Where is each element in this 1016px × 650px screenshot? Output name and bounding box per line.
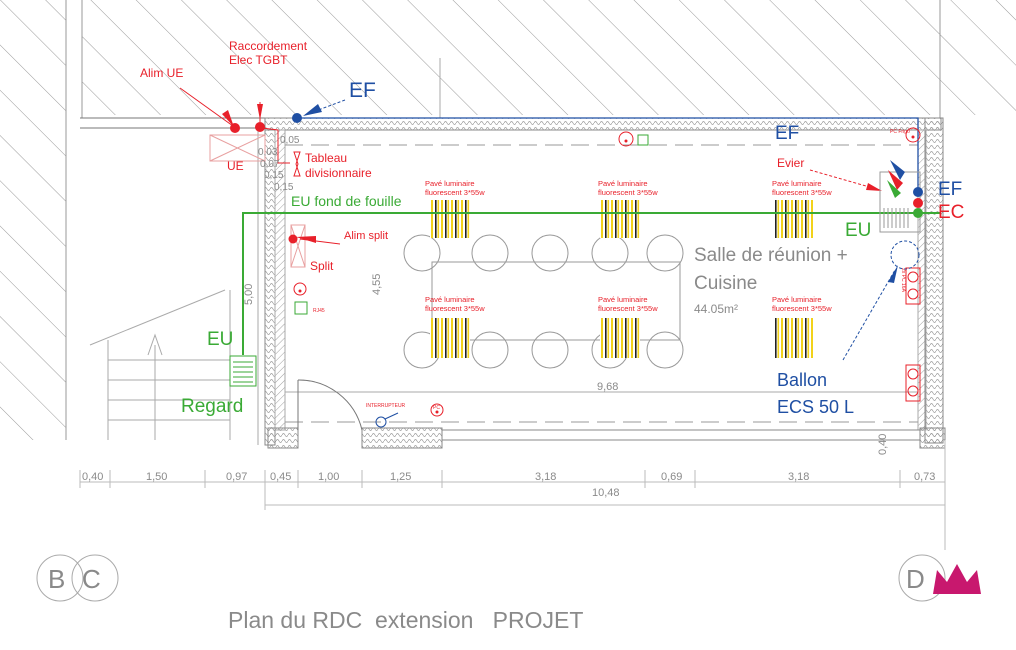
crown-logo-icon: [933, 564, 981, 594]
dim-row: 0,97: [226, 471, 247, 483]
walls: [264, 58, 946, 449]
dim-small: 0,07: [260, 159, 280, 170]
pc-double-label: 2x PC 16A: [900, 268, 906, 293]
axis-b: B: [48, 564, 65, 594]
dim-row: 1,50: [146, 471, 167, 483]
dim-height-500: 5,00: [243, 284, 255, 305]
regard-label: Regard: [181, 396, 243, 417]
dim-row: 3,18: [535, 471, 556, 483]
dim-height-455: 4,55: [371, 274, 383, 295]
raccordement-label-2: Elec TGBT: [229, 53, 288, 67]
ballon-label: Ballon: [777, 370, 827, 390]
axis-markers: B C D: [36, 554, 981, 602]
luminaire: Pavé luminaire fluorescent 3*55w: [598, 295, 658, 358]
luminaire: Pavé luminaire fluorescent 3*55w: [772, 179, 832, 238]
electrical: [179, 87, 921, 417]
sink: [842, 160, 923, 361]
dim-small: 0,15: [274, 182, 294, 193]
tableau-label-2: divisionnaire: [305, 166, 372, 180]
luminaire-spec: fluorescent 3*55w: [598, 188, 658, 197]
dim-row: 0,40: [82, 471, 103, 483]
luminaire-spec: fluorescent 3*55w: [598, 304, 658, 313]
luminaire-spec: fluorescent 3*55w: [772, 188, 832, 197]
dimensions: 0,05 0,03 0,07 0,15 0,15 4,55 5,00 9,68 …: [79, 135, 946, 550]
dim-width-968: 9,68: [597, 381, 618, 393]
dim-small: 0,15: [264, 170, 284, 181]
eu-left-label: EU: [207, 329, 233, 350]
dim-total: 10,48: [592, 487, 620, 499]
dim-row: 0,73: [914, 471, 935, 483]
luminaire-label: Pavé luminaire: [425, 295, 475, 304]
luminaire-label: Pavé luminaire: [598, 295, 648, 304]
axis-d: D: [906, 564, 925, 594]
ue-label: UE: [227, 159, 244, 173]
luminaire: Pavé luminaire fluorescent 3*55w: [772, 295, 832, 358]
eu-right-label: EU: [845, 220, 871, 241]
luminaire: Pavé luminaire fluorescent 3*55w: [598, 179, 658, 238]
dim-row: 1,00: [318, 471, 339, 483]
interrupteur-label: INTERRUPTEUR: [366, 403, 406, 409]
ef-water-line: [292, 99, 919, 190]
luminaire-spec: fluorescent 3*55w: [772, 304, 832, 313]
eu-fond-label: EU fond de fouille: [291, 193, 402, 209]
existing-building-hatch: [0, 0, 1016, 440]
luminaire-label: Pavé luminaire: [598, 179, 648, 188]
dim-small: 0,05: [280, 135, 300, 146]
ec-right-label: EC: [938, 202, 964, 223]
dim-wall-040: 0,40: [877, 434, 889, 455]
alim-split-label: Alim split: [344, 230, 388, 242]
room-area: 44.05m²: [694, 302, 738, 316]
ballon-label-2: ECS 50 L: [777, 397, 854, 417]
axis-c: C: [82, 564, 101, 594]
dim-small: 0,03: [258, 147, 278, 158]
luminaire-label: Pavé luminaire: [772, 179, 822, 188]
ef-inner-label: EF: [775, 123, 799, 144]
dim-row: 1,25: [390, 471, 411, 483]
luminaire: Pavé luminaire fluorescent 3*55w: [425, 179, 485, 238]
tableau-label: Tableau: [305, 151, 347, 165]
dim-row: 0,69: [661, 471, 682, 483]
luminaire-label: Pavé luminaire: [772, 295, 822, 304]
luminaire-spec: fluorescent 3*55w: [425, 188, 485, 197]
luminaires: Pavé luminaire fluorescent 3*55w Pavé lu…: [425, 179, 832, 358]
luminaire: Pavé luminaire fluorescent 3*55w: [425, 295, 485, 358]
dim-row: 0,45: [270, 471, 291, 483]
split-label: Split: [310, 259, 334, 273]
ef-top-label: EF: [349, 79, 376, 102]
rj45-label: RJ45: [313, 308, 325, 314]
ef-right-label: EF: [938, 179, 962, 200]
pc-frigo-label: PC Frigo: [890, 129, 910, 135]
luminaire-spec: fluorescent 3*55w: [425, 304, 485, 313]
room-name-2: Cuisine: [694, 273, 757, 294]
evier-label: Evier: [777, 156, 804, 170]
page-title: Plan du RDC extension PROJET: [228, 607, 583, 633]
switch-symbol: [375, 412, 399, 428]
dim-row: 3,18: [788, 471, 809, 483]
eu-drain-line: [229, 212, 940, 387]
alim-ue-label: Alim UE: [140, 66, 183, 80]
luminaire-label: Pavé luminaire: [425, 179, 475, 188]
raccordement-label: Raccordement: [229, 39, 308, 53]
room-name: Salle de réunion +: [694, 245, 848, 266]
pc-label: PC: [433, 405, 440, 411]
